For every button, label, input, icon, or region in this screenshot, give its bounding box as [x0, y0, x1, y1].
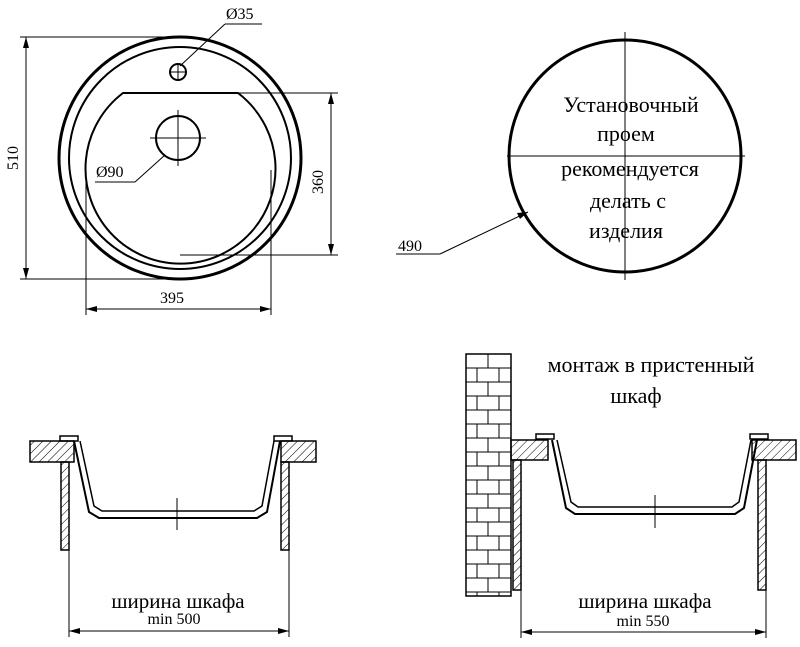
sink-inner-rim	[68, 46, 292, 270]
cabinet-width-label-right: ширина шкафа	[578, 589, 712, 613]
countertop-right-right-section	[751, 439, 797, 461]
dim-hole-small: Ø35	[226, 6, 254, 23]
cabinet-wall-right-right-section	[757, 459, 767, 591]
sink-top-view: Ø35 Ø90 510 360 395	[5, 6, 338, 315]
countertop-left-right-section	[510, 439, 549, 461]
cabinet-wall-right	[280, 461, 290, 551]
cutout-note-line-4: делать с	[590, 188, 666, 213]
sink-outer-rim	[57, 35, 303, 281]
mount-note-line-1: монтаж в пристенный	[548, 352, 755, 377]
cutout-note-line-5: изделия	[589, 218, 663, 243]
cabinet-min-label-left: min 500	[148, 611, 201, 628]
section-left: ширина шкафа min 500	[29, 435, 317, 637]
cutout-note-line-2: проем	[597, 121, 655, 146]
dim-outer-diameter: 510	[5, 146, 22, 170]
cabinet-wall-left	[60, 461, 70, 551]
brick-wall	[465, 353, 512, 597]
countertop-right	[280, 440, 317, 463]
bowl-section	[73, 440, 281, 519]
cabinet-width-label-left: ширина шкафа	[111, 589, 245, 613]
dim-bowl-width: 395	[160, 290, 184, 307]
cutout-note-line-1: Установочный	[563, 92, 698, 117]
countertop-left	[29, 440, 75, 463]
cabinet-min-label-right: min 550	[617, 613, 670, 630]
dim-bowl-depth: 360	[310, 170, 327, 194]
section-right: монтаж в пристенный шкаф ширина шкафа mi…	[465, 352, 797, 638]
dim-hole-drain: Ø90	[96, 164, 124, 181]
cutout-view: 490 Установочный проем рекомендуется дел…	[396, 32, 745, 280]
dim-cutout-diameter: 490	[398, 238, 422, 255]
bowl-outline	[84, 92, 277, 265]
cutout-note-line-3: рекомендуется	[561, 156, 699, 181]
cabinet-wall-left-right-section	[512, 459, 522, 591]
mount-note-line-2: шкаф	[610, 383, 661, 408]
